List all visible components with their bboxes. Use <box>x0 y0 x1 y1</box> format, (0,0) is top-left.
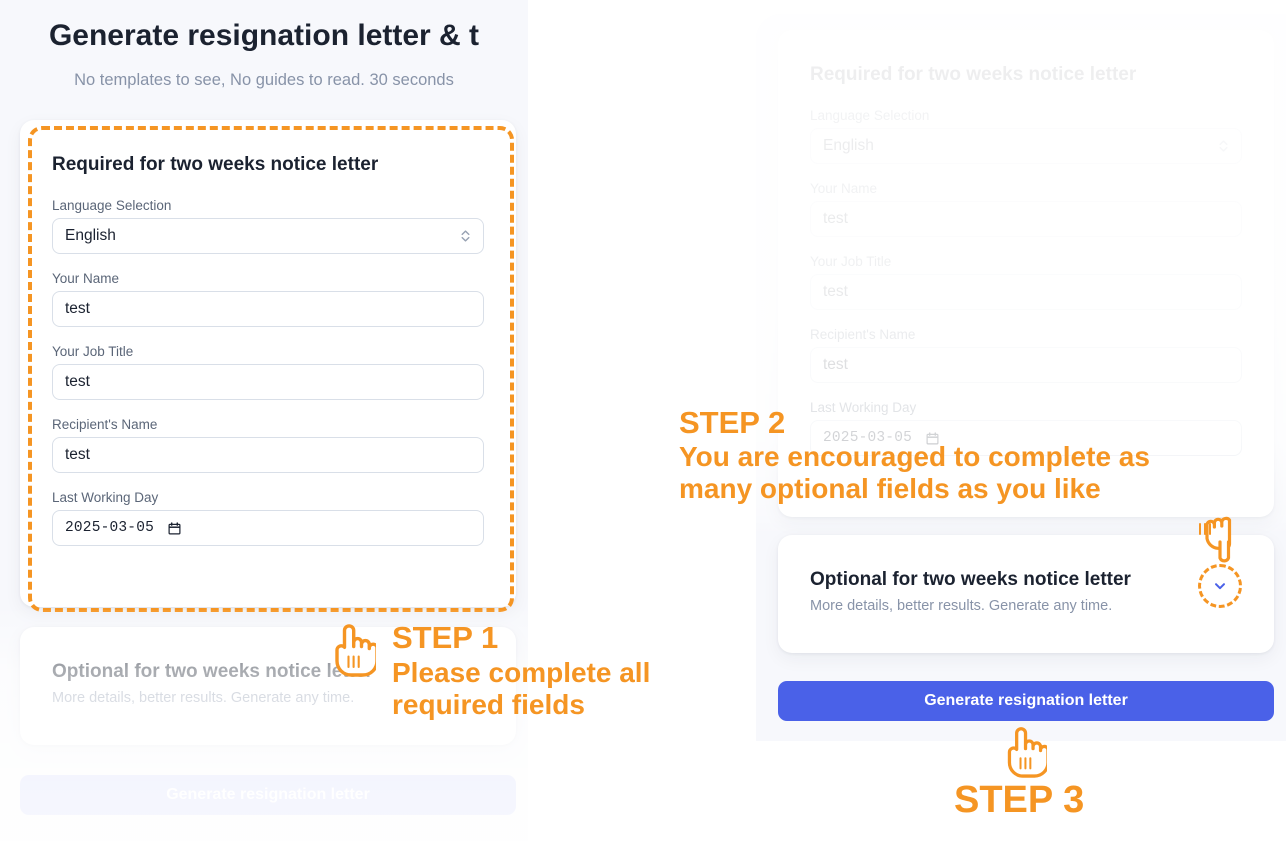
label-language-selection-right: Language Selection <box>810 108 930 123</box>
last-working-day-value: 2025-03-05 <box>65 520 155 536</box>
last-working-day-input-right[interactable]: 2025-03-05 <box>810 420 1242 456</box>
label-your-job-title: Your Job Title <box>52 344 134 359</box>
language-selection-value: English <box>65 227 116 244</box>
your-name-input-right[interactable]: test <box>810 201 1242 237</box>
page-title: Generate resignation letter & t <box>48 19 480 52</box>
language-selection-value-right: English <box>823 137 874 154</box>
required-card-title-right: Required for two weeks notice letter <box>810 64 1137 85</box>
optional-fields-card[interactable]: Optional for two weeks notice letter Mor… <box>20 627 516 745</box>
optional-fields-card-right[interactable]: Optional for two weeks notice letter Mor… <box>778 535 1274 653</box>
field-language-selection: Language Selection English <box>52 198 484 254</box>
hero-section: Generate resignation letter & t No templ… <box>0 8 528 91</box>
your-name-value-right: test <box>823 210 848 227</box>
optional-card-subtitle-right: More details, better results. Generate a… <box>810 598 1113 614</box>
language-selection-select[interactable]: English <box>52 218 484 254</box>
field-language-selection-right: Language Selection English <box>810 108 1242 164</box>
field-recipients-name: Recipient's Name test <box>52 417 484 473</box>
generate-letter-button[interactable]: Generate resignation letter <box>778 681 1274 721</box>
language-selection-select-right[interactable]: English <box>810 128 1242 164</box>
last-working-day-value-right: 2025-03-05 <box>823 430 913 446</box>
label-last-working-day: Last Working Day <box>52 490 159 505</box>
label-recipients-name-right: Recipient's Name <box>810 327 916 342</box>
label-recipients-name: Recipient's Name <box>52 417 158 432</box>
your-job-title-value: test <box>65 373 90 390</box>
your-job-title-value-right: test <box>823 283 848 300</box>
field-your-job-title: Your Job Title test <box>52 344 484 400</box>
calendar-icon[interactable] <box>168 521 181 535</box>
generate-letter-button-disabled[interactable]: Generate resignation letter <box>20 775 516 815</box>
your-job-title-input-right[interactable]: test <box>810 274 1242 310</box>
recipients-name-input-right[interactable]: test <box>810 347 1242 383</box>
your-name-input[interactable]: test <box>52 291 484 327</box>
field-last-working-day-right: Last Working Day 2025-03-05 <box>810 400 1242 456</box>
left-screenshot-panel: Generate resignation letter & t No templ… <box>0 0 528 841</box>
required-fields-card-right: Required for two weeks notice letter Lan… <box>778 30 1274 517</box>
label-your-name: Your Name <box>52 271 120 286</box>
required-card-title: Required for two weeks notice letter <box>52 154 379 175</box>
chevron-up-down-icon <box>460 228 471 244</box>
field-last-working-day: Last Working Day 2025-03-05 <box>52 490 484 546</box>
label-your-job-title-right: Your Job Title <box>810 254 892 269</box>
optional-card-subtitle: More details, better results. Generate a… <box>52 690 355 706</box>
optional-card-title-right: Optional for two weeks notice letter <box>810 569 1131 590</box>
field-your-job-title-right: Your Job Title test <box>810 254 1242 310</box>
label-last-working-day-right: Last Working Day <box>810 400 917 415</box>
right-screenshot-panel: Required for two weeks notice letter Lan… <box>756 14 1286 741</box>
optional-card-title: Optional for two weeks notice letter <box>52 661 373 682</box>
chevron-up-down-icon <box>1218 138 1229 154</box>
your-job-title-input[interactable]: test <box>52 364 484 400</box>
last-working-day-input[interactable]: 2025-03-05 <box>52 510 484 546</box>
recipients-name-input[interactable]: test <box>52 437 484 473</box>
calendar-icon[interactable] <box>926 431 939 445</box>
page-subtitle: No templates to see, No guides to read. … <box>74 71 454 89</box>
label-your-name-right: Your Name <box>810 181 878 196</box>
field-your-name: Your Name test <box>52 271 484 327</box>
field-your-name-right: Your Name test <box>810 181 1242 237</box>
recipients-name-value-right: test <box>823 356 848 373</box>
field-recipients-name-right: Recipient's Name test <box>810 327 1242 383</box>
required-fields-card: Required for two weeks notice letter Lan… <box>20 120 516 607</box>
step3-label: STEP 3 <box>954 779 1085 821</box>
your-name-value: test <box>65 300 90 317</box>
label-language-selection: Language Selection <box>52 198 172 213</box>
recipients-name-value: test <box>65 446 90 463</box>
